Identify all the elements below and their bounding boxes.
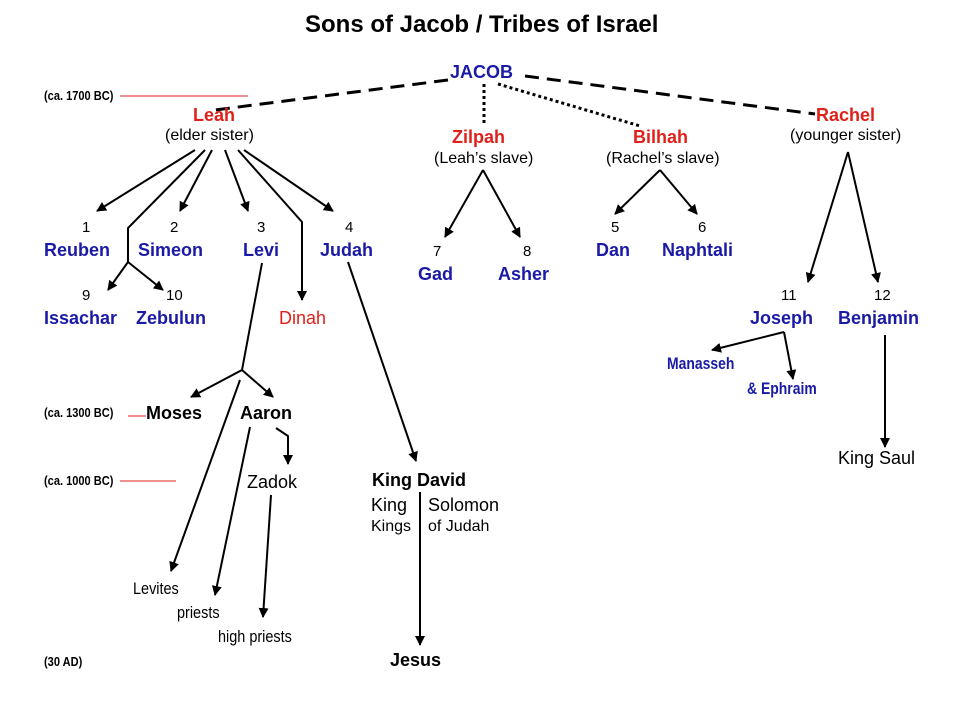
leah-note: (elder sister): [165, 127, 254, 144]
era-markers: [120, 95, 248, 482]
son-number: 6: [698, 219, 707, 236]
son-zebulun: Zebulun: [136, 308, 206, 328]
era-label-1700: (ca. 1700 BC): [44, 88, 114, 103]
descendant-king-saul: King Saul: [838, 448, 916, 468]
son-issachar: Issachar: [44, 308, 118, 328]
son-asher: Asher: [498, 264, 550, 284]
son-naphtali: Naphtali: [662, 240, 734, 260]
descendant-levites: Levites: [133, 579, 179, 598]
bilhah-node: Bilhah: [633, 127, 689, 147]
zilpah-node: Zilpah: [452, 127, 505, 147]
descendant-ephraim: & Ephraim: [747, 379, 817, 398]
era-label-1300: (ca. 1300 BC): [44, 405, 114, 420]
son-number: 2: [170, 219, 179, 236]
son-joseph: Joseph: [750, 308, 814, 328]
descendant-high-priests: high priests: [218, 627, 292, 646]
son-gad: Gad: [418, 264, 454, 284]
descendant-priests: priests: [177, 603, 220, 622]
son-number: 8: [523, 243, 532, 260]
era-label-1000: (ca. 1000 BC): [44, 473, 114, 488]
zilpah-note: (Leah’s slave): [434, 150, 534, 167]
son-number: 1: [82, 219, 91, 236]
son-simeon: Simeon: [138, 240, 204, 260]
son-number: 12: [874, 287, 891, 304]
page-title: Sons of Jacob / Tribes of Israel: [305, 11, 659, 38]
descendant-king-label: King: [371, 495, 408, 515]
descendant-zadok: Zadok: [247, 472, 298, 492]
son-dan: Dan: [596, 240, 631, 260]
jacob-node: JACOB: [450, 62, 514, 82]
rachel-note: (younger sister): [790, 127, 902, 144]
descent-arrows: [96, 149, 890, 646]
descendant-moses: Moses: [146, 403, 203, 423]
descendant-solomon: Solomon: [428, 495, 500, 515]
descendant-kings-label: Kings: [371, 518, 412, 535]
son-levi: Levi: [243, 240, 280, 260]
descendant-jesus: Jesus: [390, 650, 442, 670]
bilhah-note: (Rachel’s slave): [606, 150, 720, 167]
era-label-30ad: (30 AD): [44, 654, 83, 669]
son-judah: Judah: [320, 240, 374, 260]
son-number: 5: [611, 219, 620, 236]
son-reuben: Reuben: [44, 240, 111, 260]
son-number: 7: [433, 243, 442, 260]
son-number: 4: [345, 219, 354, 236]
son-number: 9: [82, 287, 91, 304]
son-number: 11: [781, 287, 797, 304]
daughter-dinah: Dinah: [279, 308, 327, 328]
descendant-of-judah: of Judah: [428, 518, 490, 535]
son-benjamin: Benjamin: [838, 308, 920, 328]
son-number: 10: [166, 287, 183, 304]
descendant-aaron: Aaron: [240, 403, 293, 423]
jacob-connectors: [214, 74, 816, 128]
leah-node: Leah: [193, 105, 236, 125]
descendant-king-david: King David: [372, 470, 467, 490]
descendant-manasseh: Manasseh: [667, 354, 735, 373]
son-number: 3: [257, 219, 266, 236]
rachel-node: Rachel: [816, 105, 876, 125]
